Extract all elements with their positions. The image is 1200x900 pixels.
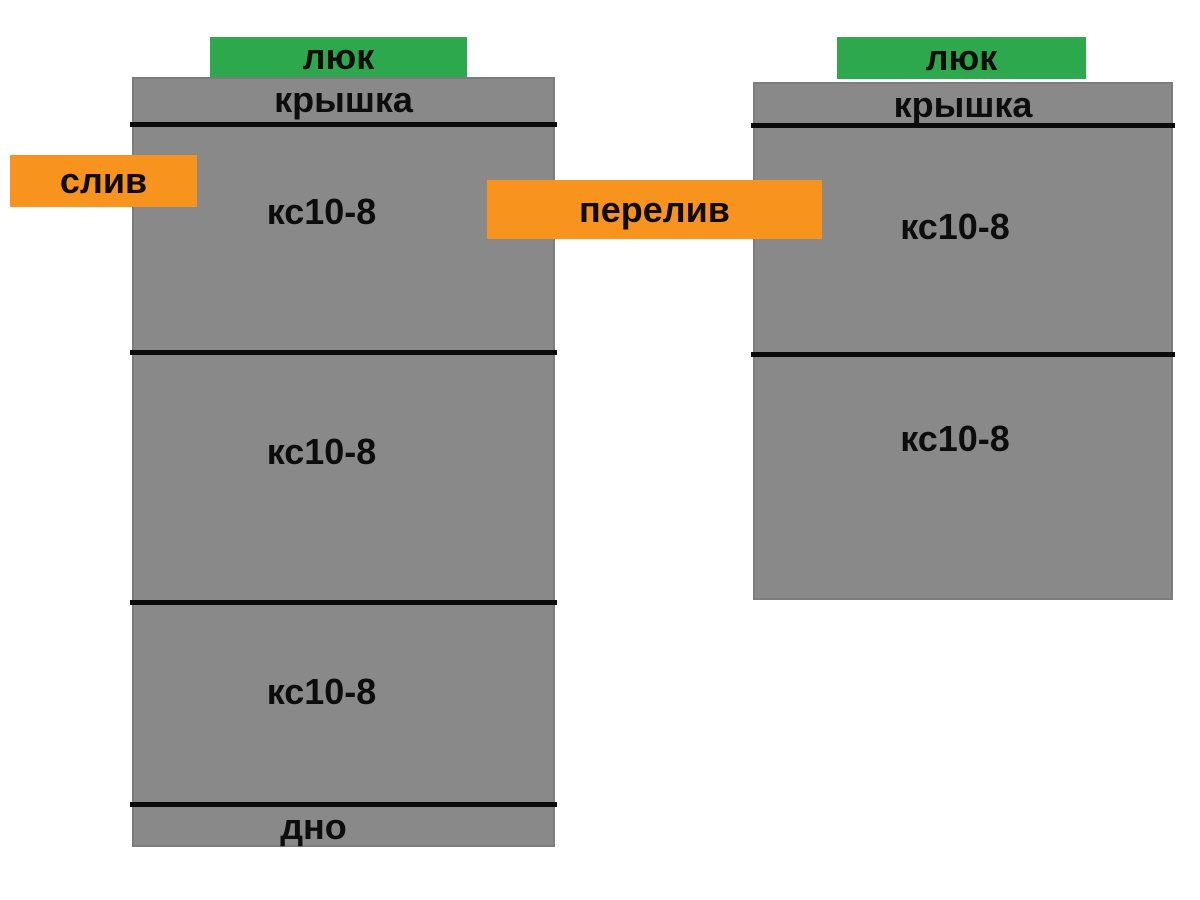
divider-line [130,600,557,605]
ring-label: кс10-8 [266,431,377,472]
septic-tank-right: крышка кс10-8 кс10-8 [751,82,1175,600]
divider-line [751,123,1175,128]
overflow-label-text: перелив [579,189,730,230]
cover-label-left: крышка [274,79,413,120]
cover-label-right: крышка [893,84,1033,125]
hatch-label-right: люк [837,37,1086,79]
ring-label: кс10-8 [900,206,1010,247]
ring-label: кс10-8 [900,418,1010,459]
ring-label: кс10-8 [266,191,377,232]
hatch-right-text: люк [925,37,998,78]
ring-label: кс10-8 [266,671,377,712]
divider-line [130,350,557,355]
divider-line [130,122,557,127]
drain-label-text: слив [59,160,148,201]
divider-line [751,352,1175,357]
septic-tank-left: крышка кс10-8 кс10-8 кс10-8 дно [130,77,557,847]
bottom-label: дно [280,806,347,847]
hatch-label-left: люк [210,37,467,77]
overflow-label: перелив [487,180,822,239]
hatch-left-text: люк [302,36,375,77]
drain-label: слив [10,155,197,207]
divider-line [130,802,557,807]
